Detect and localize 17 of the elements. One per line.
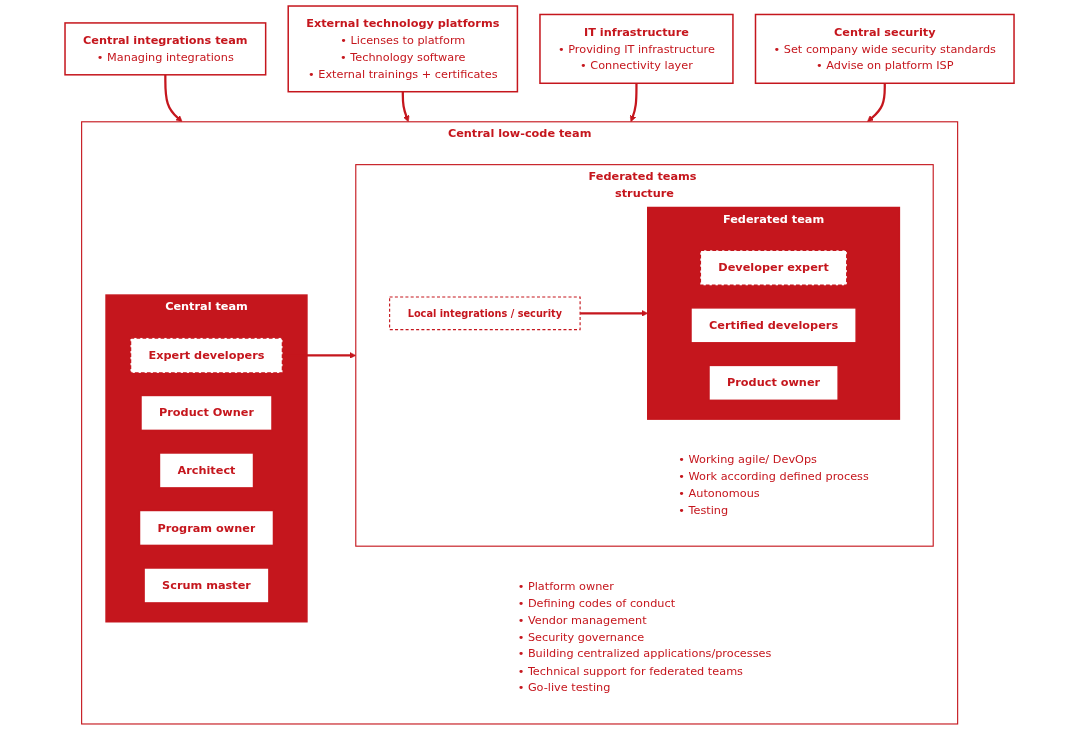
node-box: Certified developers: [690, 307, 857, 344]
node-box: Central security • Set company wide security standards • Advise on platform ISP: [754, 13, 1015, 84]
node-box: Central integrations team • Managing integrations: [64, 22, 267, 76]
node-box: Local integrations / security: [389, 296, 581, 331]
node-box: External technology platforms • Licenses to platform • Technology software • External trainings + certificates: [287, 5, 519, 93]
node-box: Developer expert: [699, 249, 848, 287]
node-box: Product owner: [708, 364, 839, 402]
node-box: IT infrastructure • Providing IT infrastructure • Connectivity layer: [539, 13, 734, 84]
arrow: [629, 83, 638, 123]
node-box: Expert developers: [129, 337, 284, 374]
node-box: Architect: [158, 452, 255, 489]
arrow: [867, 83, 886, 123]
arrow: [401, 91, 410, 123]
node-box: Product Owner: [140, 394, 273, 432]
node-box: Program owner: [138, 509, 275, 547]
arrow: [164, 74, 183, 123]
node-box: Scrum master: [143, 567, 270, 604]
